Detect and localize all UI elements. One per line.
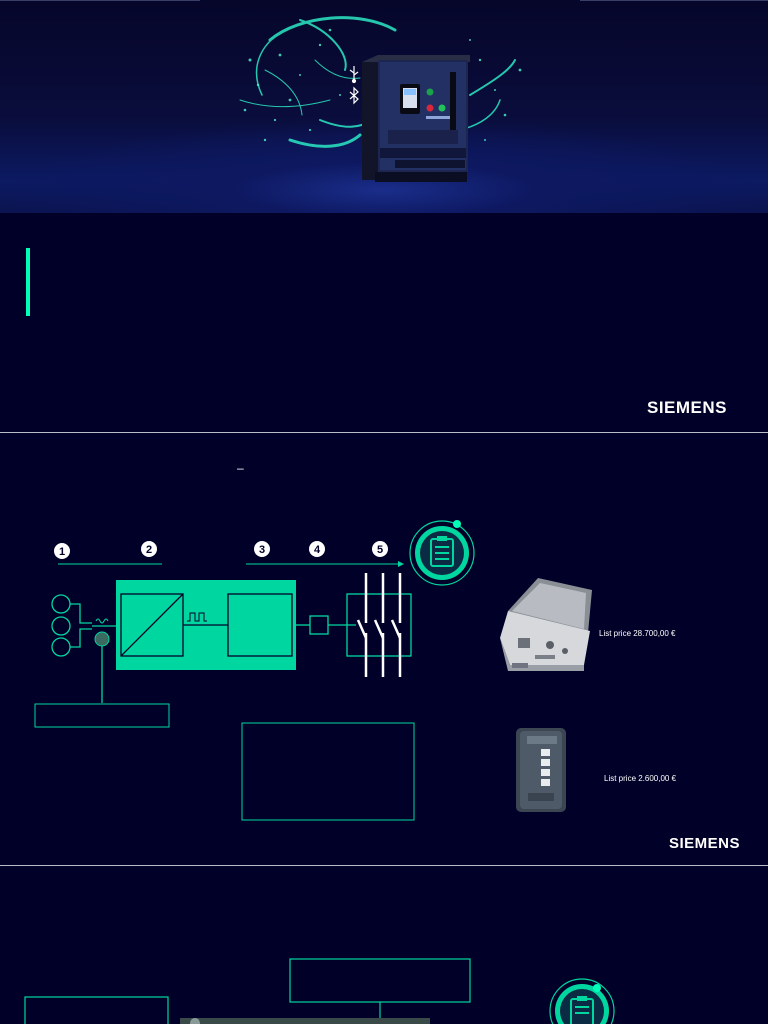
- sine-wave-icon: [95, 618, 109, 624]
- info-box: [241, 722, 415, 821]
- network-dots: [243, 28, 522, 142]
- bluetooth-icon: [349, 86, 359, 105]
- diagram-slide: – 1 2 3 4 5: [0, 433, 768, 865]
- trip-unit-diagram: 1 2 3 4 5: [34, 520, 592, 821]
- clipboard-icon: [549, 978, 615, 1024]
- usb-icon: [349, 66, 359, 84]
- title-dash: –: [237, 461, 244, 475]
- top-box: [289, 958, 471, 1003]
- partial-bar: [180, 1018, 430, 1024]
- siemens-logo: SIEMENS: [647, 398, 728, 417]
- network-swirl: [239, 16, 516, 148]
- hero-illustration: [0, 0, 768, 182]
- flow-arrowhead: [398, 561, 404, 567]
- step-5-label: 5: [377, 544, 383, 556]
- current-sensors: [51, 594, 92, 657]
- hero-banner: [0, 0, 768, 213]
- handheld-tester-image: [516, 728, 566, 812]
- step-3-marker: [254, 541, 270, 557]
- left-box: [24, 996, 169, 1024]
- step-3-label: 3: [259, 544, 265, 556]
- breaker-contacts-box: [346, 593, 412, 657]
- handheld-tester-price: List price 2.600,00 €: [604, 774, 677, 783]
- actuator-box: [309, 615, 329, 635]
- sensor-coil: [94, 631, 110, 647]
- processor-box: [227, 593, 293, 657]
- title-accent-bar: [26, 248, 30, 316]
- step-numbers: 1 2 3 4 5: [54, 541, 388, 559]
- step-2-marker: [141, 541, 157, 557]
- digital-signal-icon: [187, 612, 207, 622]
- partial-slide: [0, 866, 768, 1024]
- title-slide: SIEMENS: [0, 0, 768, 432]
- step-1-marker: [54, 543, 70, 559]
- clipboard-icon: [409, 520, 475, 586]
- test-kit-case-image: [500, 578, 592, 671]
- sensor-label-box: [34, 703, 170, 728]
- step-1-label: 1: [59, 546, 65, 558]
- breaker-contacts: [356, 573, 402, 677]
- step-2-label: 2: [146, 544, 152, 556]
- circuit-breaker-device: [362, 55, 470, 182]
- step-5-marker: [372, 541, 388, 557]
- slide-separator: [0, 432, 768, 433]
- test-kit-price: List price 28.700,00 €: [599, 629, 676, 638]
- siemens-logo: SIEMENS: [669, 835, 741, 852]
- step-4-marker: [309, 541, 325, 557]
- slide-separator: [0, 865, 768, 866]
- partial-diagram: [24, 958, 615, 1024]
- step-4-label: 4: [314, 544, 321, 556]
